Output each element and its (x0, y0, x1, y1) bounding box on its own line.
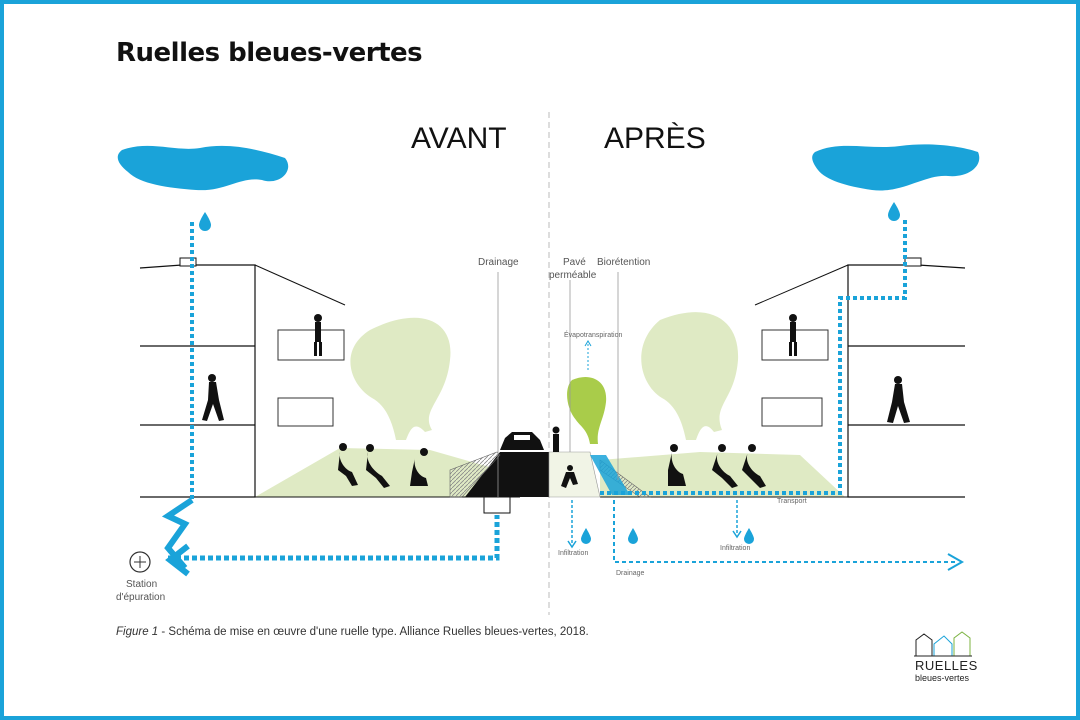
catch-basin (483, 496, 511, 514)
logo-text-sub: bleues-vertes (915, 673, 970, 683)
building-left (139, 264, 256, 498)
label-infiltration-right: Infiltration (720, 545, 751, 552)
window-left (277, 397, 334, 427)
label-drainage-bottom: Drainage (616, 570, 645, 577)
drain-pipe-before (168, 515, 500, 561)
caption-figure-number: Figure 1 (116, 626, 159, 638)
header-after: APRÈS (604, 122, 706, 155)
downspout-right-transport (600, 220, 907, 495)
asphalt-road (465, 452, 549, 497)
tree-small-bioretention (567, 376, 607, 444)
raindrop-left (199, 212, 211, 231)
label-pave-line1: Pavé (563, 257, 586, 268)
label-pave-line2: perméable (549, 270, 597, 281)
label-station-line1: Station (126, 579, 158, 590)
page-title: Ruelles bleues-vertes (116, 38, 423, 68)
arrow-to-station (165, 543, 190, 577)
drainage-after-pipe (613, 500, 955, 563)
label-bioretention: Biorétention (597, 257, 651, 268)
label-drainage-top: Drainage (478, 257, 519, 268)
people-right (552, 314, 910, 488)
cloud-left (117, 145, 289, 191)
cloud-right (812, 144, 980, 191)
label-evapotranspiration: Évapotranspiration (564, 332, 623, 339)
label-station-line2: d'épuration (116, 592, 166, 603)
fence-left (449, 451, 501, 498)
bioretention-swale (590, 455, 630, 495)
header-before: AVANT (411, 122, 507, 155)
tree-left (350, 317, 451, 440)
car-icon (500, 432, 544, 450)
drainage-after-arrowhead (947, 553, 965, 571)
balcony-left (277, 329, 345, 361)
logo-text-main: RUELLES (915, 658, 978, 673)
figure-caption: Figure 1 - Schéma de mise en œuvre d'une… (116, 626, 589, 638)
ruelles-logo-icon (914, 631, 972, 657)
tree-right (641, 312, 739, 440)
raindrop-right (888, 202, 900, 221)
ground-left (255, 448, 500, 497)
window-right (761, 397, 823, 427)
label-transport: Transport (777, 498, 807, 505)
label-infiltration-left: Infiltration (558, 550, 589, 557)
people-left (202, 314, 428, 488)
caption-text: - Schéma de mise en œuvre d'une ruelle t… (158, 626, 589, 638)
